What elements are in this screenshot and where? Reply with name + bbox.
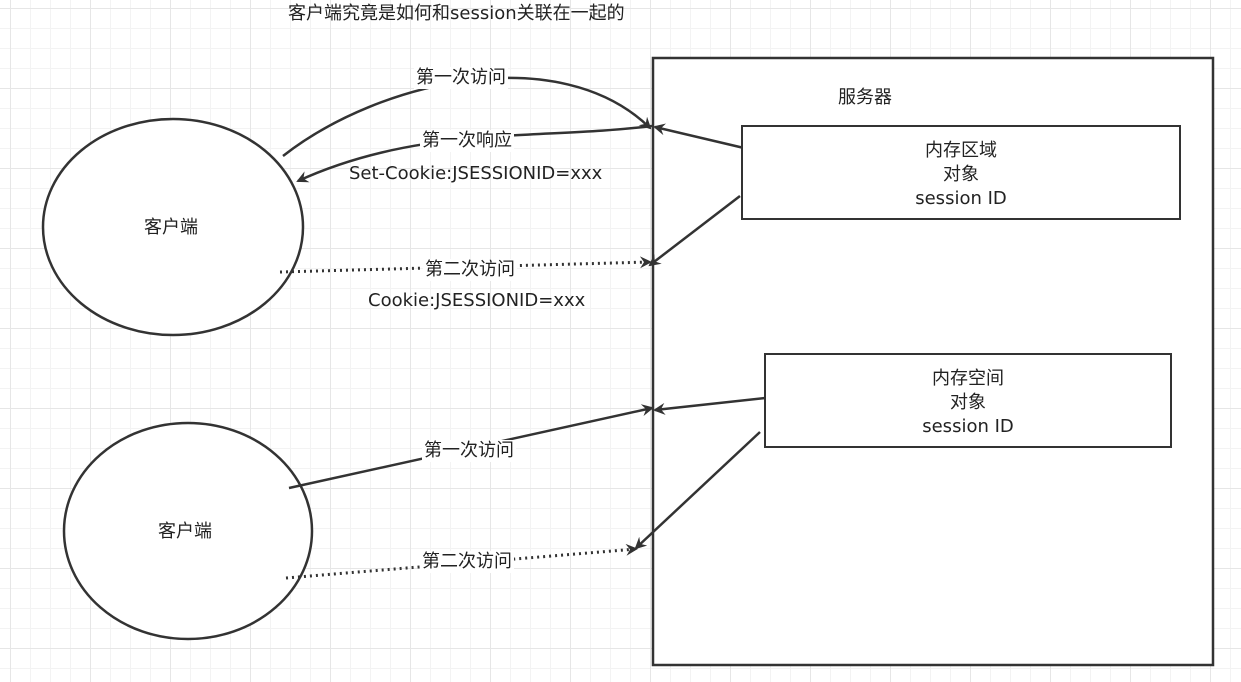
client-2-label: 客户端 bbox=[158, 521, 212, 542]
c1-first-response-label: 第一次响应 bbox=[420, 130, 514, 152]
memory-area-1-object: 对象 bbox=[943, 164, 979, 185]
client-1-node bbox=[41, 117, 305, 337]
c2-first-visit-label: 第一次访问 bbox=[422, 440, 516, 462]
c1-second-visit-label: 第二次访问 bbox=[423, 259, 517, 281]
mem1-to-second-visit-arrow bbox=[648, 195, 741, 267]
mem2-to-second-visit-arrow bbox=[634, 431, 761, 550]
mem1-to-server-arrow bbox=[653, 123, 745, 150]
server-label: 服务器 bbox=[838, 87, 892, 108]
mem2-to-server-arrow bbox=[653, 396, 766, 415]
client-1-label: 客户端 bbox=[144, 217, 198, 238]
memory-area-box-1-text: 内存区域 对象 session ID bbox=[743, 139, 1179, 211]
c1-second-visit-arrow bbox=[279, 256, 652, 274]
memory-area-box-2-text: 内存空间 对象 session ID bbox=[766, 367, 1170, 439]
memory-area-2-session: session ID bbox=[922, 416, 1014, 437]
memory-area-2-object: 对象 bbox=[950, 392, 986, 413]
cookie-label: Cookie:JSESSIONID=xxx bbox=[368, 290, 586, 311]
memory-area-1-title: 内存区域 bbox=[925, 140, 997, 161]
c1-first-visit-label: 第一次访问 bbox=[414, 67, 508, 89]
memory-area-2-title: 内存空间 bbox=[932, 368, 1004, 389]
c2-second-visit-label: 第二次访问 bbox=[420, 551, 514, 573]
memory-area-box-2: 内存空间 对象 session ID bbox=[764, 353, 1172, 448]
memory-area-box-1: 内存区域 对象 session ID bbox=[741, 125, 1181, 220]
client-2-node bbox=[62, 421, 314, 641]
diagram-title: 客户端究竟是如何和session关联在一起的 bbox=[288, 3, 625, 24]
memory-area-1-session: session ID bbox=[915, 188, 1007, 209]
set-cookie-label: Set-Cookie:JSESSIONID=xxx bbox=[349, 163, 603, 184]
